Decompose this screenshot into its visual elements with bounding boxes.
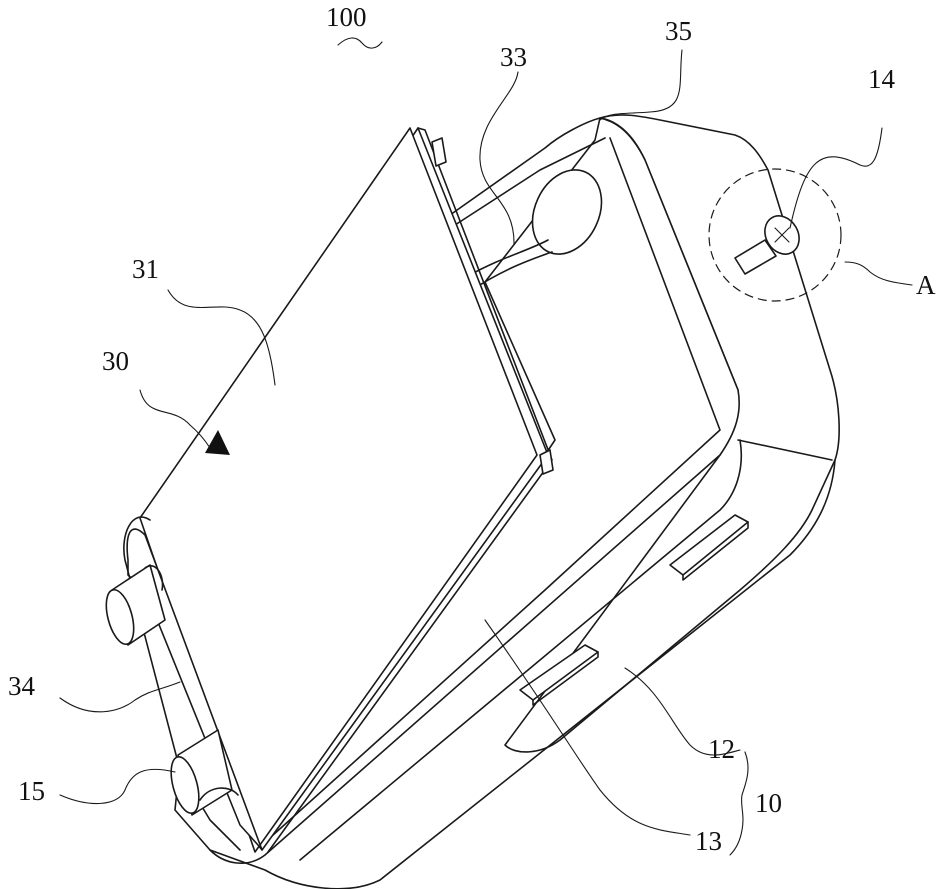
lid-tab-top xyxy=(432,138,446,166)
label-30: 30 xyxy=(102,346,129,376)
label-A: A xyxy=(916,270,936,300)
label-33: 33 xyxy=(500,42,527,72)
leader-33 xyxy=(480,72,518,245)
label-14: 14 xyxy=(868,64,896,94)
label-15: 15 xyxy=(18,776,45,806)
label-31: 31 xyxy=(132,254,159,284)
label-13: 13 xyxy=(695,826,722,856)
leader-35 xyxy=(600,50,682,120)
leader-34 xyxy=(60,682,180,712)
label-100: 100 xyxy=(326,2,367,32)
label-12: 12 xyxy=(708,734,735,764)
leader-100-tilde xyxy=(338,38,382,48)
label-10: 10 xyxy=(755,788,782,818)
label-35: 35 xyxy=(665,16,692,46)
bracket-10 xyxy=(730,752,748,855)
leader-A xyxy=(845,262,912,285)
label-34: 34 xyxy=(8,671,36,701)
leader-15 xyxy=(60,769,175,803)
leader-14 xyxy=(790,128,882,228)
lid-tab-mid xyxy=(540,450,553,474)
